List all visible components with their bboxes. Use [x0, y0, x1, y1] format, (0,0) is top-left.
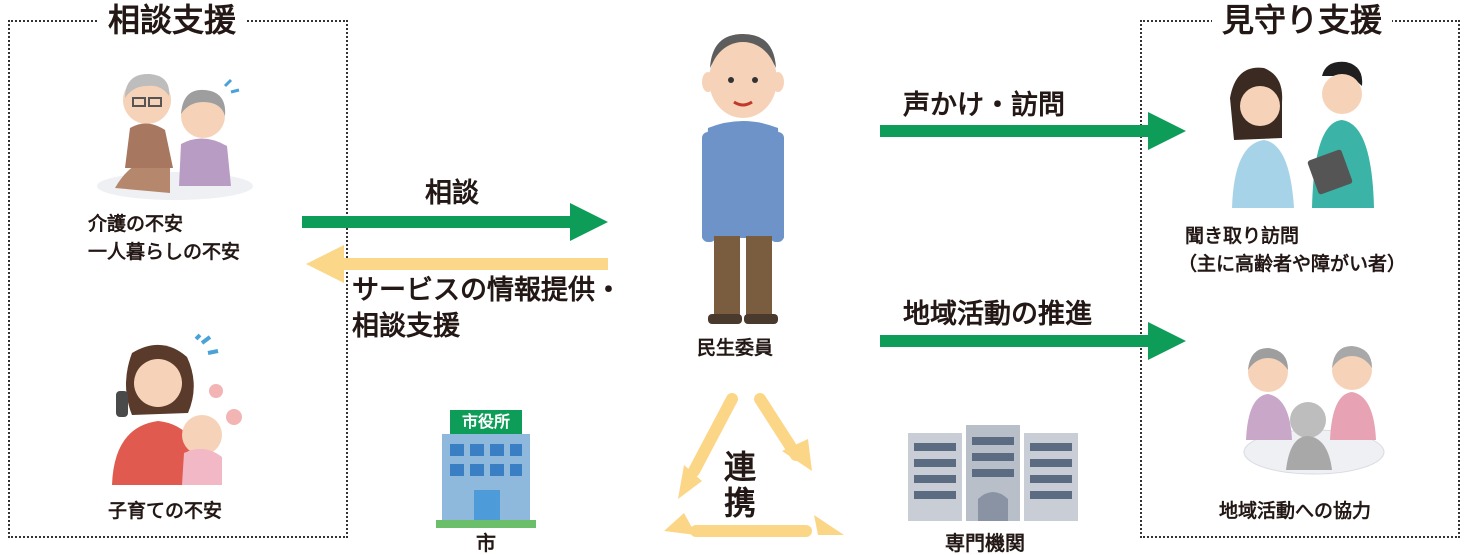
- service-info-label-line2: 相談支援: [352, 311, 460, 342]
- watch-support-title: 見守り支援: [1212, 0, 1393, 40]
- consultation-arrow: [302, 203, 608, 241]
- interview-visit-caption: 聞き取り訪問: [1185, 225, 1300, 247]
- service-info-label-line1: サービスの情報提供・: [352, 275, 622, 306]
- community-activity-icon: [1243, 346, 1385, 475]
- living-alone-anxiety-caption: 一人暮らしの不安: [88, 241, 241, 263]
- community-label: 地域活動の推進: [903, 299, 1092, 330]
- care-anxiety-caption: 介護の不安: [88, 213, 184, 235]
- service-info-arrow: [306, 245, 608, 283]
- community-activity-caption: 地域活動への協力: [1219, 500, 1372, 522]
- consultation-label: 相談: [425, 178, 479, 209]
- city-hall-icon: [436, 410, 536, 528]
- city-label: 市: [476, 531, 496, 555]
- agency-building-icon: [908, 425, 1078, 521]
- interview-target-caption: （主に高齢者や障がい者）: [1178, 253, 1407, 275]
- consultation-support-title: 相談支援: [98, 0, 247, 40]
- visit-arrow: [880, 112, 1186, 150]
- cooperation-char-2: 携: [724, 484, 757, 522]
- childcare-anxiety-caption: 子育ての不安: [108, 500, 223, 522]
- agency-label: 専門機関: [945, 531, 1025, 555]
- city-hall-sign: 市役所: [461, 412, 510, 431]
- mother-baby-icon: [112, 333, 242, 485]
- welfare-commissioner-label: 民生委員: [697, 337, 774, 359]
- welfare-commissioner-icon: [702, 34, 784, 324]
- interview-visit-icon: [1230, 61, 1374, 208]
- elderly-couple-icon: [97, 73, 253, 200]
- visit-label: 声かけ・訪問: [903, 90, 1065, 121]
- cooperation-char-1: 連: [724, 448, 757, 486]
- community-arrow: [880, 322, 1186, 360]
- cooperation-cycle-icon: [664, 393, 844, 537]
